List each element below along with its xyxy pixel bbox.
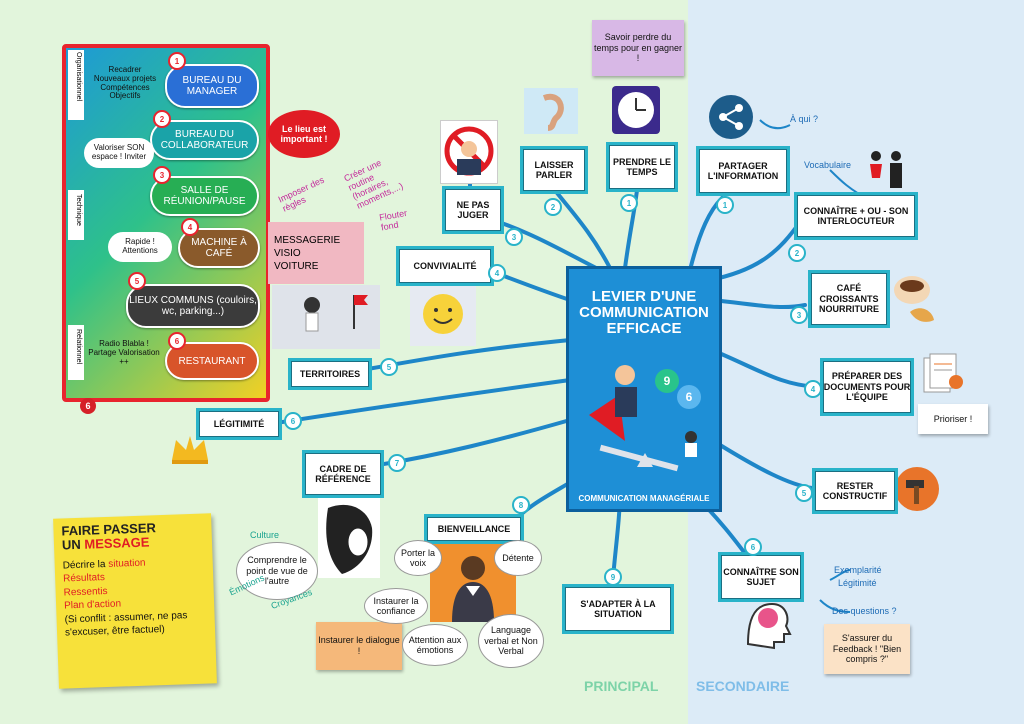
bv-detente: Détente — [494, 540, 542, 576]
branch-num-prendre-le-temps: 1 — [620, 194, 638, 212]
branch-num-legitimite: 6 — [284, 412, 302, 430]
branch-connaitre-sujet: CONNAÎTRE SON SUJET — [718, 552, 804, 602]
note-prioriser: Prioriser ! — [918, 404, 988, 434]
note-feedback: S'assurer du Feedback ! "Bien compris ?" — [824, 624, 910, 674]
media-box: MESSAGERIE VISIO VOITURE — [268, 222, 364, 284]
share-icon — [708, 94, 754, 140]
bv-confiance: Instaurer la confiance — [364, 588, 428, 624]
center-bubble-6: 6 — [677, 385, 701, 409]
place-bureau-collaborateur: BUREAU DU COLLABORATEUR — [150, 120, 259, 160]
center-card: LEVIER D'UNE COMMUNICATION EFFICACE 9 6 … — [566, 266, 722, 512]
message-title-3: MESSAGE — [84, 534, 150, 553]
branch-cadre-reference: CADRE DE RÉFÉRENCE — [302, 450, 384, 498]
note-a-qui: À qui ? — [790, 114, 819, 124]
lieu-important-bubble: Le lieu est important ! — [268, 110, 340, 158]
no-judge-image — [440, 120, 498, 184]
branch-partager-information: PARTAGER L'INFORMATION — [696, 146, 790, 196]
center-title: LEVIER D'UNE COMMUNICATION EFFICACE — [579, 288, 709, 337]
message-line-5: (Si conflit : assumer, ne pas s'excuser,… — [64, 609, 188, 639]
note-questions: Des questions ? — [832, 606, 897, 616]
branch-num-adapter: 9 — [604, 568, 622, 586]
branch-num-sujet: 6 — [744, 538, 762, 556]
message-title-2: UN — [61, 537, 82, 553]
place-number-4: 4 — [181, 218, 199, 236]
place-number-5: 5 — [128, 272, 146, 290]
thinking-person-image — [318, 498, 380, 578]
branch-laisser-parler: LAISSER PARLER — [520, 146, 588, 194]
documents-icon — [920, 352, 964, 398]
branch-num-laisser-parler: 2 — [544, 198, 562, 216]
panel-label-relationnel: Relationnel — [68, 325, 84, 380]
branch-s-adapter: S'ADAPTER À LA SITUATION — [562, 584, 674, 634]
note-instaurer-dialogue: Instaurer le dialogue ! — [316, 622, 402, 670]
branch-num-constructif: 5 — [795, 484, 813, 502]
branch-num-cadre: 7 — [388, 454, 406, 472]
bv-porter-voix: Porter la voix — [394, 540, 442, 576]
cadre-comprendre: Comprendre le point de vue de l'autre — [236, 542, 318, 600]
branch-num-convivialite: 4 — [488, 264, 506, 282]
place-number-2: 2 — [153, 110, 171, 128]
branch-num-territoires: 5 — [380, 358, 398, 376]
cadre-culture: Culture — [250, 530, 280, 540]
people-icon — [862, 148, 912, 190]
note-vocabulaire: Vocabulaire — [804, 160, 852, 170]
coffee-icon — [890, 268, 936, 328]
branch-bienveillance: BIENVEILLANCE — [424, 514, 524, 544]
clock-image — [610, 84, 662, 136]
branch-territoires: TERRITOIRES — [288, 358, 372, 390]
label-secondaire: SECONDAIRE — [696, 678, 790, 694]
superhero-illustration — [589, 365, 697, 472]
bv-attention: Attention aux émotions — [402, 624, 468, 666]
place-machine-cafe: MACHINE À CAFÉ — [178, 228, 260, 268]
place-note-restaurant: Radio Blabla ! Partage Valorisation ++ — [88, 339, 160, 366]
place-note-collaborateur: Valoriser SON espace ! Inviter — [84, 138, 154, 168]
place-salle-reunion: SALLE DE RÉUNION/PAUSE — [150, 176, 259, 216]
message-card: FAIRE PASSER UN MESSAGE Décrire la situa… — [53, 513, 217, 689]
note-savoir-perdre: Savoir perdre du temps pour en gagner ! — [592, 20, 684, 76]
place-number-1: 1 — [168, 52, 186, 70]
branch-prendre-le-temps: PRENDRE LE TEMPS — [606, 142, 678, 192]
panel-number-badge: 6 — [80, 398, 96, 414]
media-visio: VISIO — [274, 247, 301, 259]
media-voiture: VOITURE — [274, 260, 319, 272]
place-note-manager: Recadrer Nouveaux projets Compétences Ob… — [93, 65, 157, 101]
brain-icon — [738, 596, 794, 652]
place-number-6: 6 — [168, 332, 186, 350]
ear-image — [524, 88, 578, 134]
center-footer: COMMUNICATION MANAGÉRIALE — [578, 494, 710, 503]
branch-num-documents: 4 — [804, 380, 822, 398]
branch-num-bienveillance: 8 — [512, 496, 530, 514]
branch-rester-constructif: RESTER CONSTRUCTIF — [812, 468, 898, 514]
branch-convivialite: CONVIVIALITÉ — [396, 246, 494, 286]
label-principal: PRINCIPAL — [584, 678, 659, 694]
branch-legitimite: LÉGITIMITÉ — [196, 408, 282, 440]
note-exemplarite: Exemplarité — [834, 565, 882, 575]
branch-ne-pas-juger: NE PAS JUGER — [442, 186, 504, 234]
emoji-photo — [410, 286, 476, 346]
crown-icon — [168, 432, 212, 466]
panel-label-organisationnel: Organisationnel — [68, 50, 84, 120]
territory-image — [272, 285, 380, 349]
panel-label-technique: Technique — [68, 190, 84, 240]
center-bubble-9: 9 — [655, 369, 679, 393]
branch-preparer-documents: PRÉPARER DES DOCUMENTS POUR L'ÉQUIPE — [820, 358, 914, 416]
note-legitimite: Légitimité — [838, 578, 877, 588]
branch-cafe-croissants: CAFÉ CROISSANTS NOURRITURE — [808, 270, 890, 328]
bv-langage: Language verbal et Non Verbal — [478, 614, 544, 668]
hammer-icon — [894, 466, 940, 512]
place-note-cafe: Rapide ! Attentions — [108, 232, 172, 262]
branch-connaitre-interlocuteur: CONNAÎTRE + OU - SON INTERLOCUTEUR — [794, 192, 918, 240]
place-bureau-manager: BUREAU DU MANAGER — [165, 64, 259, 108]
media-messagerie: MESSAGERIE — [274, 234, 341, 246]
place-number-3: 3 — [153, 166, 171, 184]
branch-num-partager: 1 — [716, 196, 734, 214]
branch-num-cafe: 3 — [790, 306, 808, 324]
branch-num-ne-pas-juger: 3 — [505, 228, 523, 246]
branch-num-interlocuteur: 2 — [788, 244, 806, 262]
place-lieux-communs: LIEUX COMMUNS (couloirs, wc, parking...) — [126, 284, 260, 328]
